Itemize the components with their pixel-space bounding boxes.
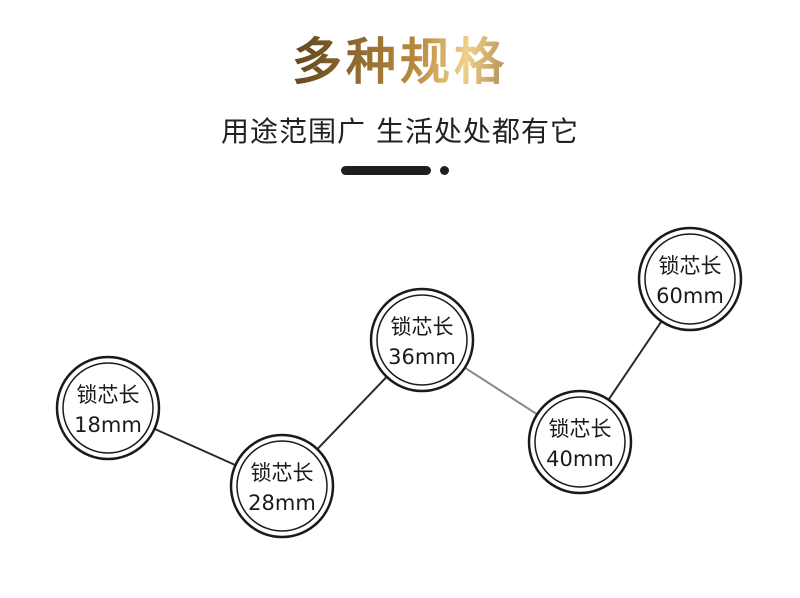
node-inner-ring (534, 396, 626, 488)
node-label: 锁芯长 (77, 383, 140, 407)
page-subtitle: 用途范围广 生活处处都有它 (221, 115, 579, 148)
node-label: 锁芯长 (659, 254, 722, 278)
divider-bar (341, 166, 431, 175)
spec-node: 锁芯长 28mm (229, 433, 335, 539)
spec-node: 锁芯长 60mm (637, 226, 743, 332)
node-value: 40mm (546, 447, 614, 471)
node-value: 60mm (656, 284, 724, 308)
connectors (154, 320, 663, 467)
connector-line (607, 320, 663, 401)
spec-node: 锁芯长 36mm (369, 287, 475, 393)
connector-line (154, 427, 236, 467)
node-inner-ring (644, 233, 736, 325)
divider-dot (440, 166, 449, 175)
node-inner-ring (376, 294, 468, 386)
node-label: 锁芯长 (251, 461, 314, 485)
page-title: 多种规格 (0, 26, 800, 98)
connector-line (316, 376, 388, 450)
connector-line (464, 366, 538, 416)
spec-node: 锁芯长 18mm (55, 355, 161, 461)
node-value: 28mm (248, 491, 316, 515)
spec-nodes: 锁芯长 18mm 锁芯长 28mm 锁芯长 36mm 锁芯长 40mm 锁芯长 60mm (55, 226, 743, 539)
node-inner-ring (62, 362, 154, 454)
node-inner-ring (236, 440, 328, 532)
node-value: 18mm (74, 413, 142, 437)
node-label: 锁芯长 (549, 417, 612, 441)
spec-node: 锁芯长 40mm (527, 389, 633, 495)
node-value: 36mm (388, 345, 456, 369)
node-label: 锁芯长 (391, 315, 454, 339)
